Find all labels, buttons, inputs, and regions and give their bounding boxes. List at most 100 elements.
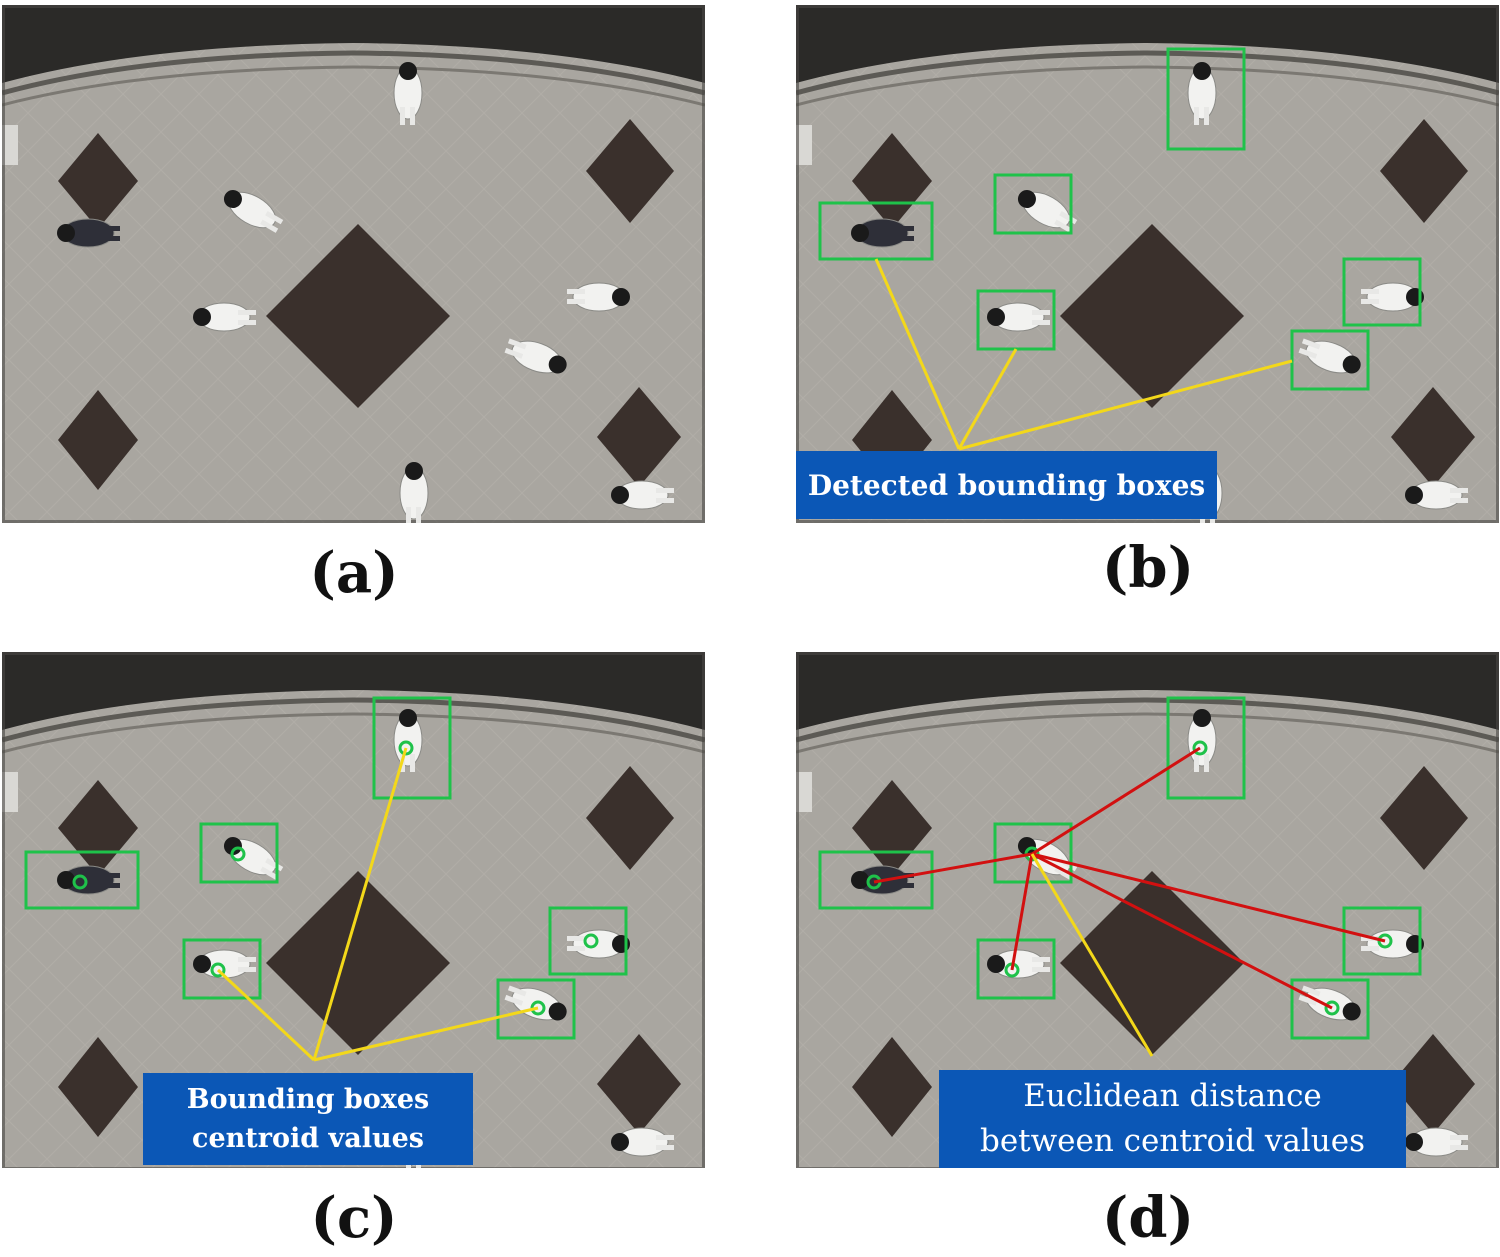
centroid-marker — [398, 740, 414, 756]
panel-a — [2, 5, 705, 523]
bounding-box — [1290, 329, 1370, 391]
pointer-line — [957, 348, 1018, 450]
railing-lower — [2, 712, 705, 754]
callout-detected-boxes-text: Detected bounding boxes — [807, 468, 1206, 502]
floor-tile-center — [1060, 871, 1244, 1055]
bounding-box — [1166, 696, 1246, 800]
overlay-b — [818, 47, 1422, 451]
floor-tile — [586, 119, 674, 223]
overlay-c — [24, 696, 628, 1062]
centroid-marker — [210, 962, 226, 978]
distance-line — [1031, 746, 1201, 856]
panel-b: Detected bounding boxes — [796, 5, 1499, 523]
floor-tile — [852, 133, 932, 229]
wall — [796, 5, 1499, 83]
floor-tile — [1380, 766, 1468, 870]
bounding-box — [993, 173, 1073, 235]
bounding-box — [548, 906, 628, 976]
railing-lower — [796, 712, 1499, 754]
callout-centroid-values: Bounding boxes centroid values — [143, 1073, 473, 1165]
floor-tile — [58, 390, 138, 490]
bounding-box — [976, 289, 1056, 351]
railing-lower — [796, 65, 1499, 107]
floor-tile — [58, 133, 138, 229]
caption-d: (d) — [1101, 1185, 1195, 1251]
bounding-box — [1166, 47, 1246, 151]
railing — [796, 697, 1499, 743]
centroid-marker — [1192, 740, 1208, 756]
floor-tile-center — [1060, 224, 1244, 408]
centroid-marker — [583, 933, 599, 949]
person — [504, 338, 567, 374]
callout-detected-boxes: Detected bounding boxes — [796, 451, 1217, 519]
distance-line — [1031, 852, 1386, 943]
distance-line — [1010, 853, 1034, 971]
person — [193, 302, 256, 332]
person — [611, 480, 674, 510]
floor-tile — [597, 387, 681, 487]
bounding-box — [24, 850, 140, 910]
bounding-box — [818, 201, 934, 261]
railing — [2, 50, 705, 96]
floor-tile — [1391, 1034, 1475, 1134]
pointer-line — [313, 1006, 539, 1062]
panel-d: Euclidean distance between centroid valu… — [796, 652, 1499, 1168]
person — [1017, 190, 1078, 233]
centroid-marker — [1324, 1000, 1340, 1016]
wall — [2, 5, 705, 83]
floor-tile — [852, 1037, 932, 1137]
pointer-line — [1030, 853, 1154, 1057]
distance-line — [1031, 852, 1333, 1010]
pillar — [796, 125, 812, 165]
person — [987, 302, 1050, 332]
person — [1298, 985, 1361, 1021]
person — [611, 1127, 674, 1157]
person — [1187, 62, 1217, 125]
wall — [796, 652, 1499, 730]
pillar — [796, 772, 812, 812]
person — [1405, 480, 1468, 510]
bounding-box — [1342, 257, 1422, 327]
floor-tile-center — [266, 871, 450, 1055]
pillar — [2, 125, 18, 165]
pointer-line — [216, 968, 316, 1062]
floor-tile — [1380, 119, 1468, 223]
overlay-d — [818, 696, 1422, 1057]
railing — [2, 697, 705, 743]
bounding-box — [993, 822, 1073, 884]
pointer-line — [874, 258, 961, 450]
railing — [796, 50, 1499, 96]
bounding-box — [372, 696, 452, 800]
pillar — [2, 772, 18, 812]
person — [1298, 338, 1361, 374]
pointer-line — [312, 747, 408, 1061]
floor-tile — [1391, 387, 1475, 487]
wall — [2, 652, 705, 730]
person — [567, 282, 630, 312]
floor-tile — [597, 1034, 681, 1134]
caption-c: (c) — [310, 1185, 398, 1251]
person — [57, 218, 120, 248]
callout-euclidean-line1: Euclidean distance — [1023, 1078, 1322, 1115]
caption-b: (b) — [1101, 535, 1195, 601]
callout-centroid-line1: Bounding boxes — [186, 1083, 430, 1115]
railing-lower — [2, 65, 705, 107]
bounding-box — [182, 938, 262, 1000]
callout-euclidean-line2: between centroid values — [979, 1123, 1366, 1159]
scene-photo-b — [796, 5, 1499, 523]
panel-c: Bounding boxes centroid values — [2, 652, 705, 1168]
pointer-line — [958, 359, 1293, 451]
distance-line — [873, 852, 1033, 884]
bounding-box — [199, 822, 279, 884]
bounding-box — [1290, 978, 1370, 1040]
bounding-box — [818, 850, 934, 910]
caption-a: (a) — [309, 540, 399, 606]
callout-centroid-line2: centroid values — [192, 1123, 424, 1154]
scene-photo-a — [2, 5, 705, 523]
centroid-marker — [230, 846, 246, 862]
floor-tile-center — [266, 224, 450, 408]
bounding-box — [1342, 906, 1422, 976]
floor-tile — [58, 1037, 138, 1137]
bounding-box — [496, 978, 576, 1040]
person — [851, 218, 914, 248]
